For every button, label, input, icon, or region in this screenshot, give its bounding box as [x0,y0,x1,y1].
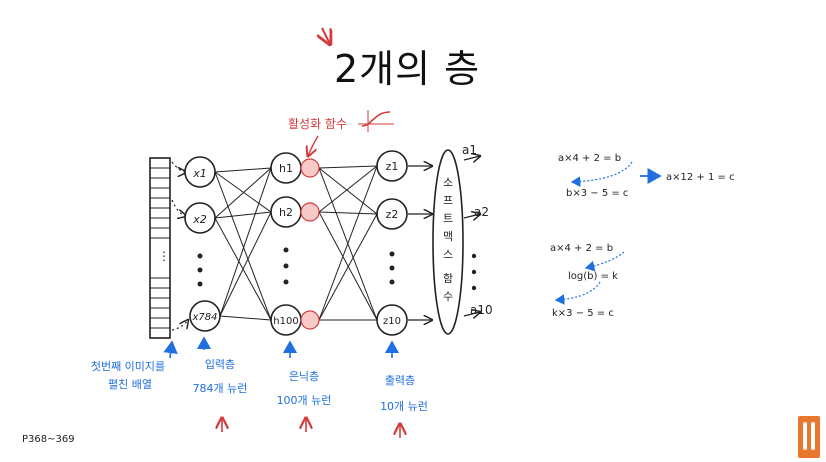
output-to-softmax-arrows [408,166,432,320]
input-node [184,202,216,234]
activation-node [300,310,320,330]
input-hidden-connection [214,171,272,321]
eq2-line3: k×3 − 5 = c [552,308,614,319]
ellipsis-dot [389,265,395,271]
activation-node [300,202,320,222]
eq1-dotted-arrow [570,161,633,188]
activation-function-label: 활성화 함수 [288,117,347,131]
input-node-label: x1 [192,167,207,180]
hidden-output-connection [318,213,378,321]
output-layer: z1 z2 z10 [376,150,408,336]
input-node [184,156,216,188]
eq2-dotted-arrow-1 [584,251,625,272]
input-hidden-connection [214,171,272,213]
activation-curve-icon [361,111,391,127]
svg-text:함: 함 [443,272,453,285]
svg-text:맥: 맥 [443,230,453,243]
caption-hidden-line1: 은닉층 [289,370,319,383]
red-check-mark [322,27,330,44]
svg-text:⋮: ⋮ [158,249,170,263]
ellipsis-dot [283,247,289,253]
strip-to-input-arrows [171,161,188,331]
hidden-node-label: h100 [273,316,298,327]
input-node-label: x2 [192,213,207,226]
eq1-line1: a×4 + 2 = b [558,153,621,164]
page-reference: P368~369 [22,434,75,445]
input-hidden-connection [219,315,272,321]
output-a1: a1 [462,143,477,157]
ellipsis-dot [283,279,289,285]
hidden-output-connection [318,211,378,215]
equation-block-2: a×4 + 2 = b log(b) = k k×3 − 5 = c [550,243,618,319]
hidden-node-label: h1 [279,162,293,175]
caption-input-line2: 784개 뉴런 [193,382,248,395]
svg-text:소: 소 [443,176,453,189]
output-node-label: z2 [386,208,399,221]
activation-node [300,158,320,178]
input-node [189,300,221,332]
output-node [376,304,408,336]
output-node-label: z10 [383,316,401,327]
eq2-line1: a×4 + 2 = b [550,243,613,254]
input-hidden-connection [214,211,272,219]
ellipsis-dot [471,269,477,275]
caption-image-line1: 첫번째 이미지를 [91,360,165,373]
output-node [376,150,408,182]
input-hidden-connection [214,167,272,219]
output-a2: a2 [474,205,489,219]
ellipsis-dot [197,281,203,287]
layer-pointer-arrows [163,336,400,359]
output-node [376,198,408,230]
flattened-image-array: ⋮ [149,157,171,339]
activation-pointer-arrow [308,135,319,156]
input-node-label: x784 [191,312,217,323]
output-node-label: z1 [386,160,399,173]
softmax-label: 소 프 트 맥 스 함 수 [443,176,453,303]
activation-curve-axes [358,110,394,132]
ellipsis-dot [389,279,395,285]
hidden-output-connection [318,165,378,321]
caption-input-line1: 입력층 [205,358,235,371]
input-hidden-connection [219,211,272,317]
caption-output-line2: 10개 뉴런 [380,400,428,413]
ellipsis-dot [283,263,289,269]
caption-output-line1: 출력층 [385,374,415,387]
channel-logo [798,416,820,458]
ellipsis-dot [197,253,203,259]
hidden-output-connection [318,165,378,213]
emphasis-arrows [222,418,400,438]
ellipsis-dot [389,251,395,257]
svg-text:스: 스 [443,248,453,261]
hidden-layer: h1 h2 h100 [270,152,320,336]
page-title: 2개의 층 [334,47,481,91]
hidden-output-connection [318,165,378,169]
svg-text:프: 프 [443,194,453,207]
ellipsis-dot [197,267,203,273]
input-hidden-connection [219,167,272,317]
ellipsis-dot [471,253,477,259]
caption-hidden-line2: 100개 뉴런 [277,394,332,407]
input-layer: x1 x2 x784 [184,156,221,332]
hidden-output-connection [318,167,378,215]
svg-text:수: 수 [443,290,453,303]
eq1-line2: b×3 − 5 = c [566,188,628,199]
ellipsis-dot [471,285,477,291]
output-a10: a10 [470,303,493,317]
eq1-result: a×12 + 1 = c [666,172,735,183]
softmax-output-arrows [463,156,480,316]
input-hidden-connection [214,167,272,173]
connection-lines [214,165,378,321]
eq2-dotted-arrow-2 [554,281,601,305]
caption-image-line2: 펼친 배열 [108,378,152,391]
equation-block-1: a×4 + 2 = b b×3 − 5 = c a×12 + 1 = c [558,153,735,199]
hidden-node-label: h2 [279,206,293,219]
svg-text:트: 트 [443,212,453,225]
softmax-function-block [432,149,464,335]
eq2-line2: log(b) = k [568,271,618,282]
